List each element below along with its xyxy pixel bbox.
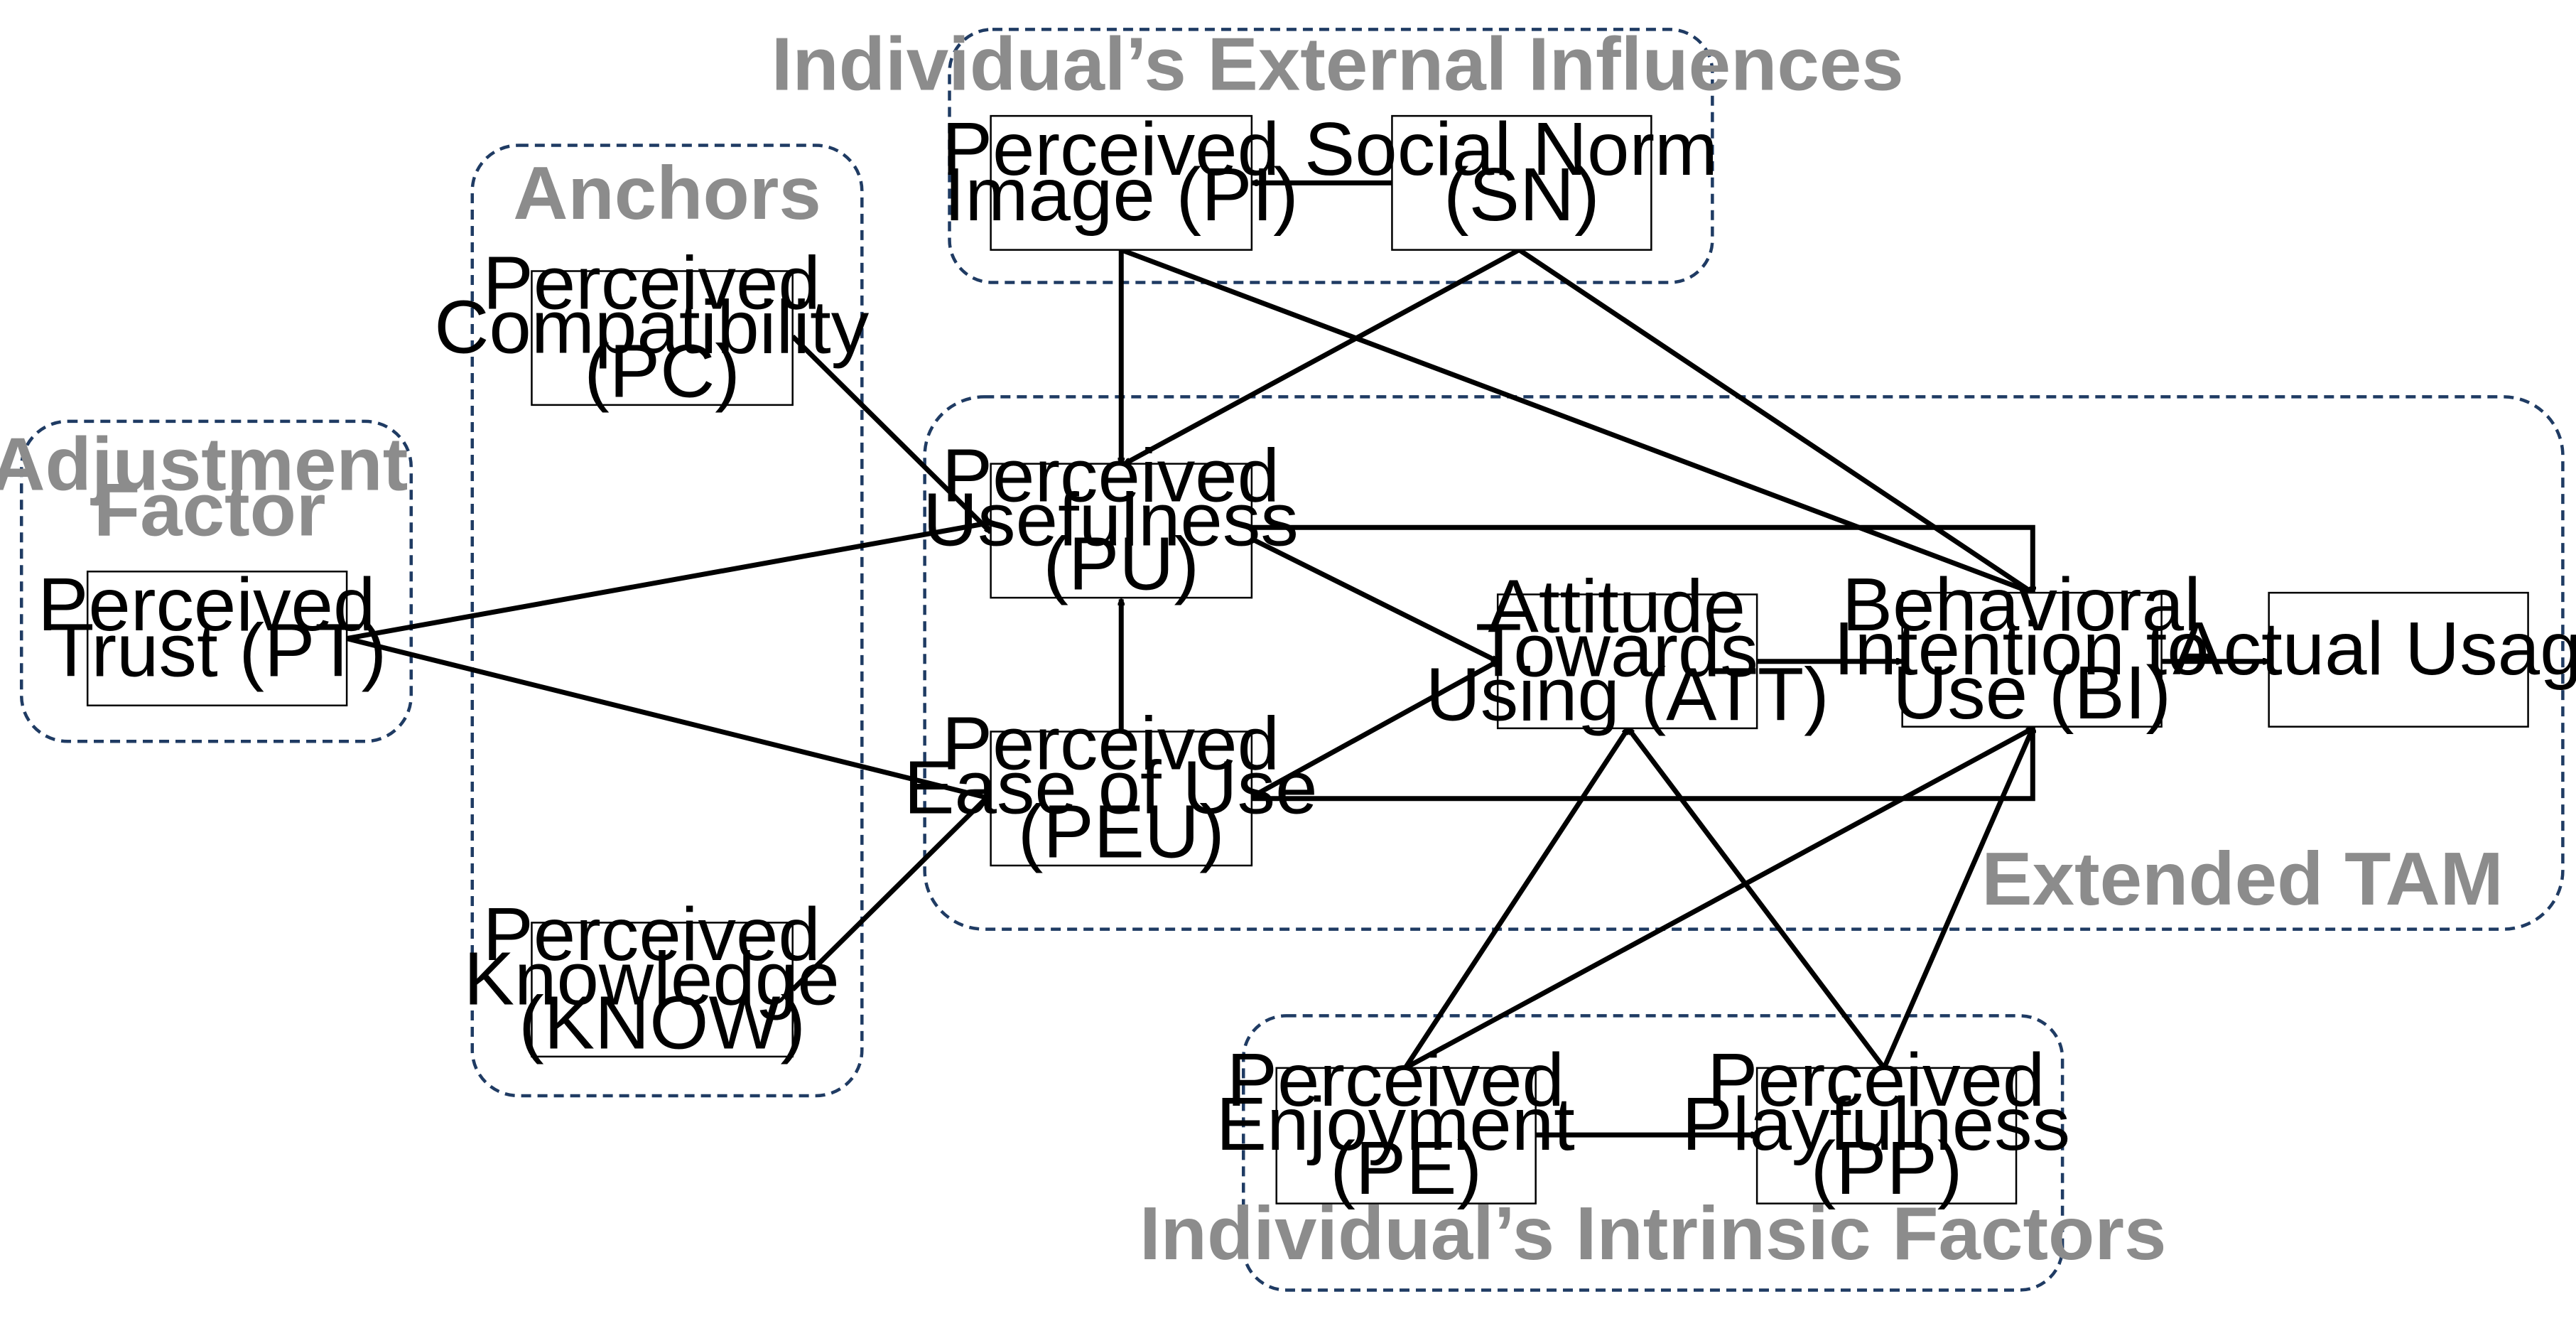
arrow-pc-to-pu xyxy=(793,336,991,532)
node-actual-usage: Actual Usage xyxy=(2172,593,2576,726)
node-label: Behavioral Intention to Use (BI) xyxy=(1834,563,2231,735)
node-label: Perceived Image (PI) xyxy=(942,107,1301,237)
node-label: Perceived Enjoyment (PE) xyxy=(1216,1037,1596,1209)
group-intrinsic-factors: Individual’s Intrinsic Factors xyxy=(1140,1015,2166,1290)
arrow-sn-to-pu xyxy=(1125,250,1520,464)
node-attitude-towards-using: Attitude Towards Using (ATT) xyxy=(1426,564,1829,736)
group-anchors: Anchors xyxy=(472,146,862,1096)
arrow-pp-to-bi xyxy=(1884,728,2033,1068)
node-perceived-image: Perceived Image (PI) xyxy=(942,107,1301,249)
group-label: Individual’s Intrinsic Factors xyxy=(1140,1191,2166,1275)
node-label: Perceived Trust (PT) xyxy=(38,563,396,693)
node-label: Actual Usage xyxy=(2172,607,2576,691)
group-label: Extended TAM xyxy=(1981,837,2503,921)
group-label: Individual’s External Influences xyxy=(772,22,1904,106)
arrow-pe-to-att xyxy=(1405,728,1628,1068)
node-label: Perceived Knowledge (KNOW) xyxy=(464,893,861,1064)
arrow-pt-to-peu xyxy=(347,639,991,799)
group-label: Adjustment Factor xyxy=(0,422,429,552)
arrow-pu-to-bi xyxy=(1252,527,2033,593)
node-label: Perceived Ease of Use (PEU) xyxy=(904,701,1338,873)
group-extended-tam: Extended TAM xyxy=(925,397,2563,929)
node-label: Perceived Usefulness (PU) xyxy=(923,433,1320,605)
arrow-peu-to-att xyxy=(1252,662,1498,797)
arrow-pe-to-bi xyxy=(1405,728,2033,1068)
arrow-sn-to-bi xyxy=(1519,250,2033,593)
arrow-pi-to-bi xyxy=(1121,250,2033,593)
node-perceived-trust: Perceived Trust (PT) xyxy=(38,563,396,706)
node-label: Social Norm (SN) xyxy=(1304,107,1739,237)
arrow-pp-to-att xyxy=(1628,728,1884,1068)
arrow-pt-to-pu xyxy=(347,522,991,638)
group-adjustment-factor: Adjustment Factor xyxy=(0,421,429,741)
node-perceived-playfulness: Perceived Playfulness (PP) xyxy=(1682,1037,2091,1209)
node-label: Perceived Playfulness (PP) xyxy=(1682,1037,2091,1209)
arrow-peu-to-bi xyxy=(1252,727,2033,799)
arrow-know-to-peu xyxy=(793,794,991,990)
node-social-norm: Social Norm (SN) xyxy=(1304,107,1739,249)
node-label: Perceived Compatibility (PC) xyxy=(434,241,890,413)
node-perceived-knowledge: Perceived Knowledge (KNOW) xyxy=(464,893,861,1064)
node-perceived-enjoyment: Perceived Enjoyment (PE) xyxy=(1216,1037,1596,1209)
group-label: Anchors xyxy=(513,151,821,235)
node-perceived-compatibility: Perceived Compatibility (PC) xyxy=(434,241,890,413)
node-perceived-ease-of-use: Perceived Ease of Use (PEU) xyxy=(904,701,1338,873)
group-external-influences: Individual’s External Influences xyxy=(772,22,1904,283)
node-label: Attitude Towards Using (ATT) xyxy=(1426,564,1829,736)
node-behavioral-intention: Behavioral Intention to Use (BI) xyxy=(1834,563,2231,735)
node-perceived-usefulness: Perceived Usefulness (PU) xyxy=(923,433,1320,605)
arrow-pu-to-att xyxy=(1252,539,1498,661)
